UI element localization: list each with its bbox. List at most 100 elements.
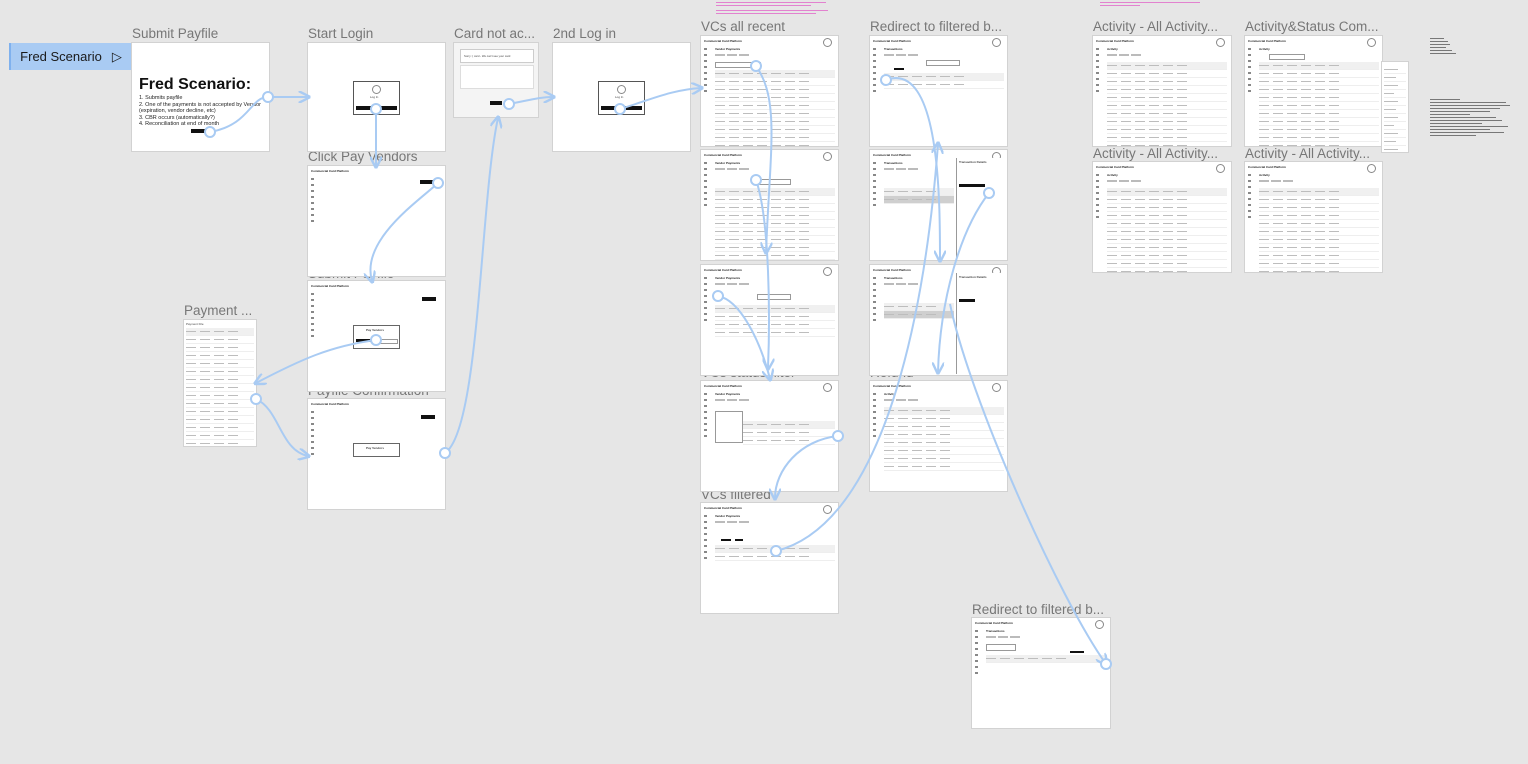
tabs[interactable]	[715, 54, 749, 56]
tabs[interactable]	[1259, 180, 1293, 182]
user-avatar-icon[interactable]	[1216, 38, 1225, 47]
user-avatar-icon[interactable]	[823, 267, 832, 276]
frame-label[interactable]: VCs all recent	[701, 19, 786, 34]
frame-payfile-confirmation[interactable]: Commercial Card Platform Pay Vendors	[308, 399, 445, 509]
tabs[interactable]	[715, 283, 749, 285]
frame-label[interactable]: Redirect to filtered b...	[870, 19, 1003, 34]
frame-vcs-start-vendor-search[interactable]: Commercial Card Platform Vendor Payments	[701, 150, 838, 260]
search-input[interactable]	[715, 62, 761, 68]
frame-redirect-1[interactable]: Commercial Card Platform Transactions	[870, 36, 1007, 146]
sidebar-icons	[873, 393, 877, 441]
frame-vcs-filtered[interactable]: Commercial Card Platform Vendor Payments	[701, 503, 838, 613]
filter-input[interactable]	[986, 644, 1016, 651]
filter-chip[interactable]	[735, 539, 743, 541]
activity-table	[1259, 188, 1379, 272]
frame-activity-2[interactable]: Commercial Card Platform Activity	[1093, 162, 1231, 272]
frame-2nd-login[interactable]: Log In	[553, 43, 690, 151]
cancel-button[interactable]	[378, 339, 398, 344]
tabs[interactable]	[884, 168, 918, 170]
section-title: Activity	[884, 392, 895, 396]
submit-button[interactable]	[356, 339, 376, 342]
frame-label[interactable]: Card not ac...	[454, 26, 536, 41]
frame-submit-payfile-2[interactable]: Commercial Card Platform Pay Vendors	[308, 281, 445, 391]
user-avatar-icon[interactable]	[823, 505, 832, 514]
action-button[interactable]	[959, 299, 975, 302]
frame-label[interactable]: Payment ...	[184, 303, 253, 318]
app-title: Commercial Card Platform	[704, 268, 742, 272]
tabs[interactable]	[986, 636, 1020, 638]
flow-start-button[interactable]: Fred Scenario ▷	[9, 43, 131, 70]
frame-redirect-4[interactable]: Commercial Card Platform Transactions	[972, 618, 1110, 728]
frame-label[interactable]: 2nd Log in	[553, 26, 617, 41]
side-notes	[1430, 97, 1514, 157]
frame-refund[interactable]: Commercial Card Platform Activity	[870, 381, 1007, 491]
section-title: Vendor Payments	[715, 392, 741, 396]
login-button[interactable]	[356, 106, 397, 110]
frame-label[interactable]: Activity - All Activity...	[1245, 146, 1371, 161]
frame-label[interactable]: Activity - All Activity...	[1093, 146, 1219, 161]
pay-vendors-button[interactable]	[421, 415, 435, 419]
user-avatar-icon[interactable]	[1367, 164, 1376, 173]
section-title: Transactions	[884, 161, 903, 165]
tabs[interactable]	[884, 399, 918, 401]
tabs[interactable]	[715, 521, 749, 523]
tabs[interactable]	[1107, 54, 1141, 56]
user-avatar-icon[interactable]	[992, 383, 1001, 392]
ok-button[interactable]	[490, 101, 502, 105]
vendor-search-input[interactable]	[757, 294, 791, 300]
pay-vendors-button[interactable]	[420, 180, 434, 184]
frame-label[interactable]: Redirect to filtered b...	[972, 602, 1105, 617]
frame-label[interactable]: Click Pay Vendors	[308, 149, 418, 164]
frame-submit-payfile[interactable]: Fred Scenario: 1. Submits payfile 2. One…	[132, 43, 269, 151]
tabs[interactable]	[715, 168, 749, 170]
tabs[interactable]	[884, 283, 918, 285]
frame-card-not-accepted[interactable]: Sorry :( card - We can't see your card	[454, 43, 538, 117]
filter-input[interactable]	[926, 60, 960, 66]
user-avatar-icon[interactable]	[992, 38, 1001, 47]
section-title: Transactions	[884, 47, 903, 51]
frame-redirect-3[interactable]: Commercial Card Platform Transactions Tr…	[870, 265, 1007, 375]
user-avatar-icon[interactable]	[1095, 620, 1104, 629]
action-button[interactable]	[959, 184, 985, 187]
pay-vendors-button[interactable]	[422, 297, 436, 301]
filter-chip[interactable]	[721, 539, 731, 541]
section-title: Activity	[1107, 47, 1118, 51]
frame-activity-1[interactable]: Commercial Card Platform Activity	[1093, 36, 1231, 146]
filter-chip[interactable]	[894, 68, 904, 70]
vendor-table	[743, 421, 835, 445]
frame-start-login[interactable]: Log In	[308, 43, 445, 151]
app-title: Commercial Card Platform	[704, 153, 742, 157]
vendor-search-input[interactable]	[757, 179, 791, 185]
frame-label[interactable]: Activity&Status Com...	[1245, 19, 1379, 34]
login-button[interactable]	[601, 106, 642, 110]
frame-activity-status[interactable]: Commercial Card Platform Activity	[1245, 36, 1382, 146]
vendor-table	[715, 545, 835, 561]
tabs[interactable]	[1107, 180, 1141, 182]
frame-vcs-status-filter[interactable]: Commercial Card Platform Vendor Payments	[701, 381, 838, 491]
frame-vcs-submitted-vendor[interactable]: Commercial Card Platform Vendor Payments	[701, 265, 838, 375]
user-avatar-icon[interactable]	[823, 383, 832, 392]
frame-click-pay-vendors[interactable]: Commercial Card Platform	[308, 166, 445, 276]
activity-table	[1259, 62, 1379, 146]
user-avatar-icon[interactable]	[1216, 164, 1225, 173]
sidebar-icons	[311, 293, 315, 341]
frame-activity-3[interactable]: Commercial Card Platform Activity	[1245, 162, 1382, 272]
user-avatar-icon[interactable]	[823, 38, 832, 47]
app-title: Commercial Card Platform	[1096, 39, 1134, 43]
submit-button[interactable]	[191, 129, 208, 133]
user-avatar-icon[interactable]	[1367, 38, 1376, 47]
frame-vcs-all-recent[interactable]: Commercial Card Platform Vendor Payments	[701, 36, 838, 146]
tabs[interactable]	[715, 399, 749, 401]
filter-input[interactable]	[1269, 54, 1305, 60]
status-filter-dropdown[interactable]	[715, 411, 743, 443]
frame-payment-file[interactable]: Payment File	[184, 320, 256, 446]
status-dropdown-list[interactable]	[1382, 62, 1408, 152]
frame-label[interactable]: Start Login	[308, 26, 374, 41]
status-options[interactable]	[1384, 66, 1406, 152]
frame-label[interactable]: Submit Payfile	[132, 26, 219, 41]
tabs[interactable]	[884, 54, 918, 56]
filter-chip[interactable]	[1070, 651, 1084, 653]
frame-label[interactable]: Activity - All Activity...	[1093, 19, 1219, 34]
frame-redirect-2[interactable]: Commercial Card Platform Transactions Tr…	[870, 150, 1007, 260]
user-avatar-icon[interactable]	[823, 152, 832, 161]
